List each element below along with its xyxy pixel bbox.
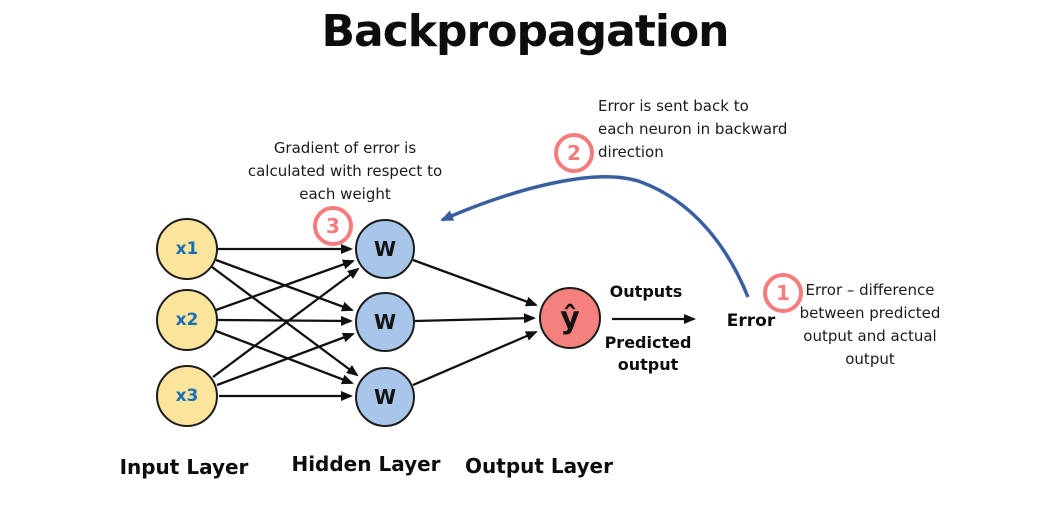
hidden-node-1: W <box>355 219 415 279</box>
output-node-label: ŷ <box>560 300 580 336</box>
outputs-label: Outputs <box>609 282 683 301</box>
annotation-circle-3: 3 <box>313 206 353 246</box>
edge-arrow <box>215 329 354 385</box>
predicted-output-label: Predicted output <box>604 333 692 374</box>
input-node-label: x3 <box>175 386 199 406</box>
input-node-label: x2 <box>175 310 199 330</box>
input-node-x3: x3 <box>156 365 218 427</box>
edge-arrow <box>414 313 536 324</box>
hidden-node-3: W <box>355 367 415 427</box>
backward-pass-note: Error is sent back to each neuron in bac… <box>598 97 788 161</box>
edge-arrow <box>412 258 538 307</box>
input-node-x1: x1 <box>156 218 218 280</box>
hidden-node-label: W <box>373 310 397 334</box>
hidden-output-edges <box>412 258 538 387</box>
gradient-note: Gradient of error is calculated with res… <box>247 139 443 203</box>
edge-arrow <box>215 259 355 312</box>
hidden-node-label: W <box>373 385 397 409</box>
input-node-label: x1 <box>175 239 199 259</box>
output-layer-label: Output Layer <box>465 454 613 478</box>
input-hidden-edges <box>211 244 360 401</box>
error-definition-note: Error – difference between predicted out… <box>799 281 941 368</box>
backward-error-curve <box>440 175 750 298</box>
edge-arrow <box>212 267 360 378</box>
annotation-number: 2 <box>567 141 581 165</box>
edge-arrow <box>412 330 538 387</box>
annotation-circle-2: 2 <box>554 133 594 173</box>
page-title: Backpropagation <box>321 6 729 57</box>
annotation-number: 3 <box>326 214 340 238</box>
hidden-layer-label: Hidden Layer <box>291 452 441 476</box>
hidden-node-2: W <box>355 292 415 352</box>
error-label: Error <box>726 311 776 331</box>
input-layer-label: Input Layer <box>119 455 249 479</box>
edge-arrow <box>216 332 355 387</box>
annotation-circle-1: 1 <box>763 273 803 313</box>
annotation-number: 1 <box>776 281 790 305</box>
input-node-x2: x2 <box>156 289 218 351</box>
output-node-yhat: ŷ <box>539 287 601 349</box>
edge-arrow <box>217 315 353 326</box>
hidden-node-label: W <box>373 237 397 261</box>
